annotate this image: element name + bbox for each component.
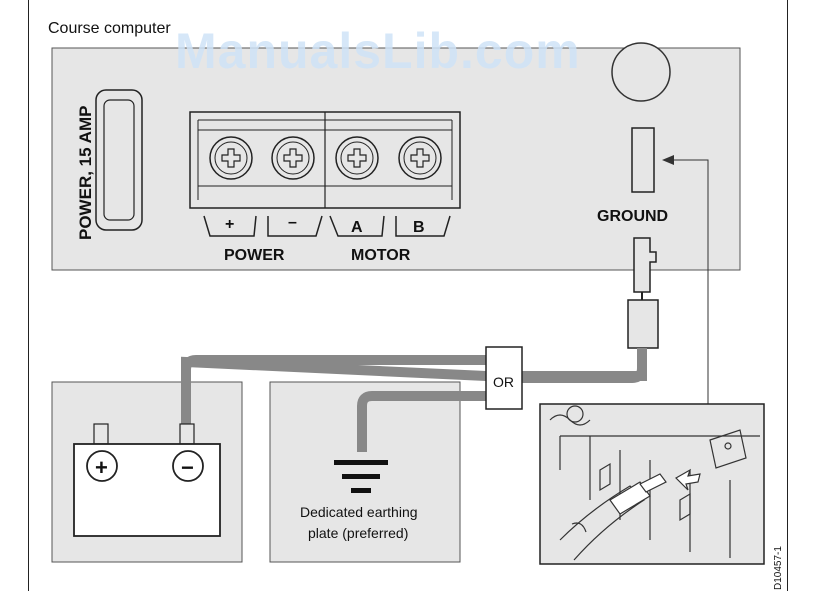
or-label: OR xyxy=(493,374,514,390)
bracket-plus xyxy=(203,215,257,237)
terminal-plus-label: + xyxy=(225,216,235,233)
terminal-minus-label: – xyxy=(288,214,297,231)
bracket-a xyxy=(329,215,385,237)
ground-label: GROUND xyxy=(597,208,669,225)
terminal-screw-3 xyxy=(335,136,379,180)
terminal-screw-1 xyxy=(209,136,253,180)
battery-plus-label: + xyxy=(95,455,108,480)
plate-cable xyxy=(357,391,486,452)
earthing-plate-label-1: Dedicated earthing xyxy=(300,504,418,520)
ground-terminal xyxy=(631,127,655,193)
document-id: D10457-1 xyxy=(773,546,784,590)
terminal-b-label: B xyxy=(413,219,425,236)
battery-icon xyxy=(73,423,221,537)
crimp-sleeve xyxy=(627,299,659,349)
spade-connector xyxy=(633,237,657,293)
terminal-screw-2 xyxy=(271,136,315,180)
diagram-frame xyxy=(28,0,788,591)
earthing-plate-label-2: plate (preferred) xyxy=(308,525,409,541)
watermark: ManualsLib.com xyxy=(175,23,581,79)
bracket-minus xyxy=(267,215,323,237)
power-rating-label: POWER, 15 AMP xyxy=(76,105,95,240)
inset-detail-drawing xyxy=(549,405,760,561)
battery-minus-label: − xyxy=(181,455,194,480)
course-computer-title: Course computer xyxy=(48,20,171,37)
leader-line xyxy=(664,159,709,404)
terminal-screw-4 xyxy=(398,136,442,180)
mounting-hole xyxy=(611,42,671,102)
bracket-b xyxy=(395,215,451,237)
or-box xyxy=(485,346,523,410)
power-group-label: POWER xyxy=(224,247,285,264)
arrow-head xyxy=(662,155,674,165)
fuse-holder-inner xyxy=(103,99,135,221)
earth-symbol-icon xyxy=(334,460,388,493)
motor-group-label: MOTOR xyxy=(351,247,411,264)
terminal-a-label: A xyxy=(351,219,363,236)
